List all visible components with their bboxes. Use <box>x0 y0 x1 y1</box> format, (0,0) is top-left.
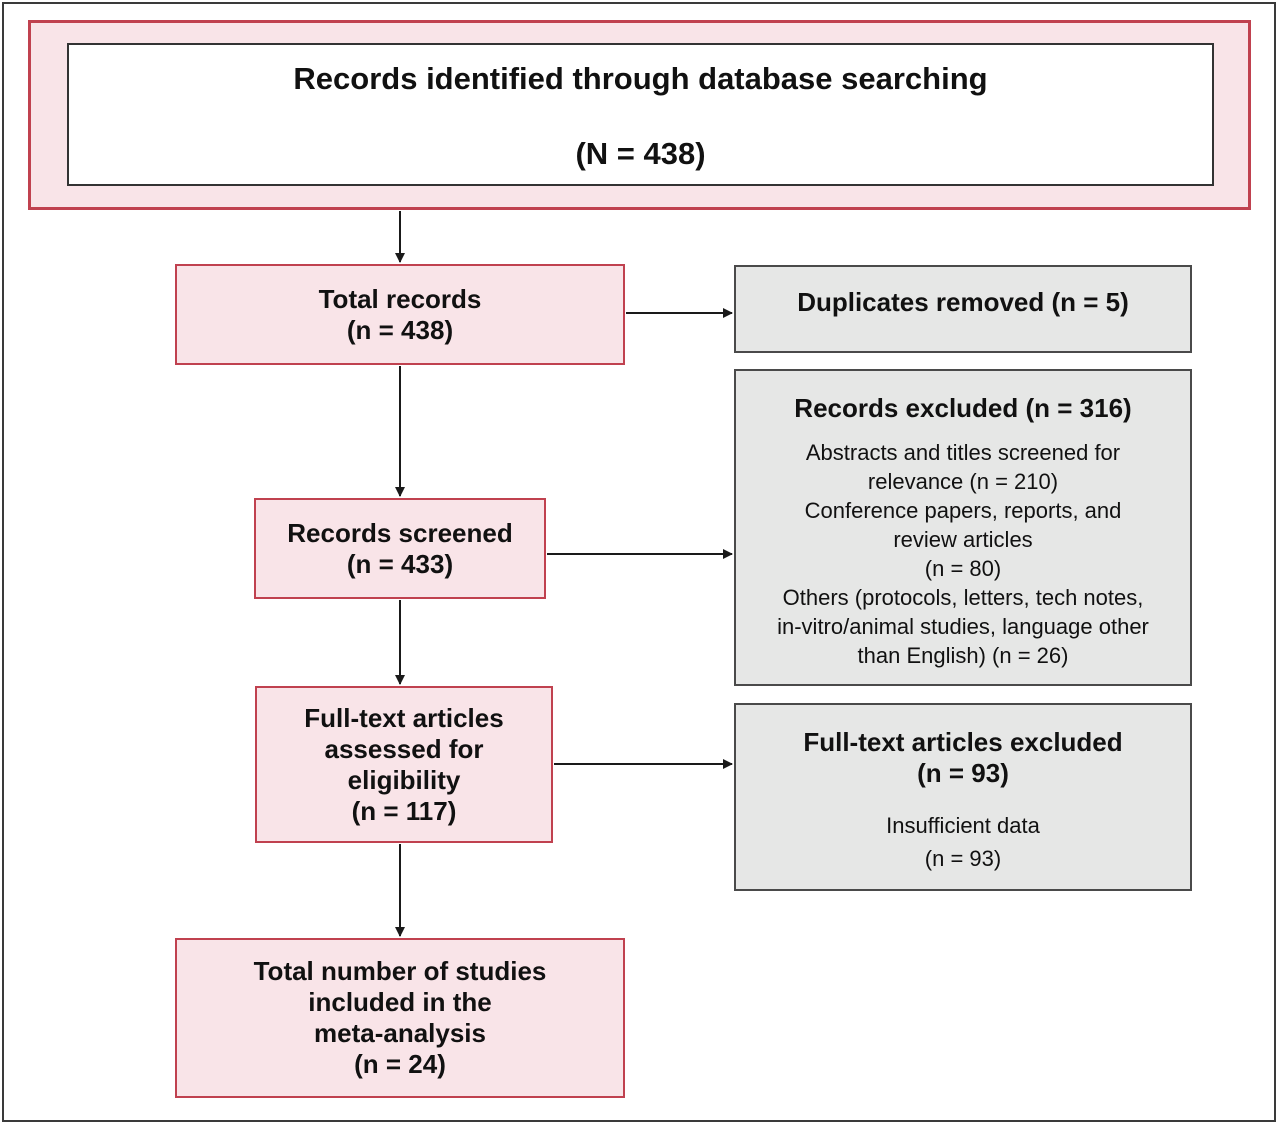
fulltext-excluded-count: (n = 93) <box>917 758 1009 788</box>
records-screened-label: Records screened <box>287 517 513 548</box>
included-box: Total number of studies included in the … <box>175 938 625 1098</box>
records-screened-box: Records screened (n = 433) <box>254 498 546 599</box>
records-excluded-line: Conference papers, reports, and <box>804 498 1122 523</box>
fulltext-assessed-line: assessed for <box>324 733 484 764</box>
records-excluded-line: Others (protocols, letters, tech notes, <box>782 585 1144 610</box>
duplicates-removed-label: Duplicates removed (n = 5) <box>797 287 1129 317</box>
records-excluded-box: Records excluded (n = 316) Abstracts and… <box>734 369 1192 686</box>
fulltext-assessed-line: eligibility <box>347 764 461 795</box>
fulltext-excluded-reason: Insufficient data <box>886 813 1040 838</box>
records-screened-count: (n = 433) <box>346 548 454 579</box>
included-line: Total number of studies <box>253 956 547 986</box>
included-line: included in the <box>308 987 492 1017</box>
records-excluded-title: Records excluded (n = 316) <box>794 393 1132 423</box>
records-excluded-line: (n = 80) <box>924 556 1002 581</box>
fulltext-excluded-box: Full-text articles excluded (n = 93) Ins… <box>734 703 1192 891</box>
records-excluded-line: relevance (n = 210) <box>867 469 1059 494</box>
fulltext-assessed-count: (n = 117) <box>351 795 457 826</box>
total-records-count: (n = 438) <box>346 314 454 345</box>
fulltext-excluded-title: Full-text articles excluded <box>803 727 1123 757</box>
included-line: meta-analysis <box>314 1018 486 1048</box>
records-excluded-line: Abstracts and titles screened for <box>805 440 1121 465</box>
records-excluded-line: than English) (n = 26) <box>857 643 1069 668</box>
total-records-box: Total records (n = 438) <box>175 264 625 365</box>
identification-title: Records identified through database sear… <box>293 61 988 96</box>
fulltext-excluded-reason-count: (n = 93) <box>924 846 1002 871</box>
included-count: (n = 24) <box>354 1049 446 1079</box>
fulltext-assessed-line: Full-text articles <box>304 702 504 733</box>
duplicates-removed-box: Duplicates removed (n = 5) <box>734 265 1192 353</box>
records-excluded-line: review articles <box>893 527 1033 552</box>
fulltext-assessed-box: Full-text articles assessed for eligibil… <box>255 686 553 843</box>
identification-count: (N = 438) <box>575 136 706 171</box>
identification-box: Records identified through database sear… <box>67 43 1214 186</box>
total-records-label: Total records <box>318 283 482 314</box>
records-excluded-line: in-vitro/animal studies, language other <box>777 614 1149 639</box>
